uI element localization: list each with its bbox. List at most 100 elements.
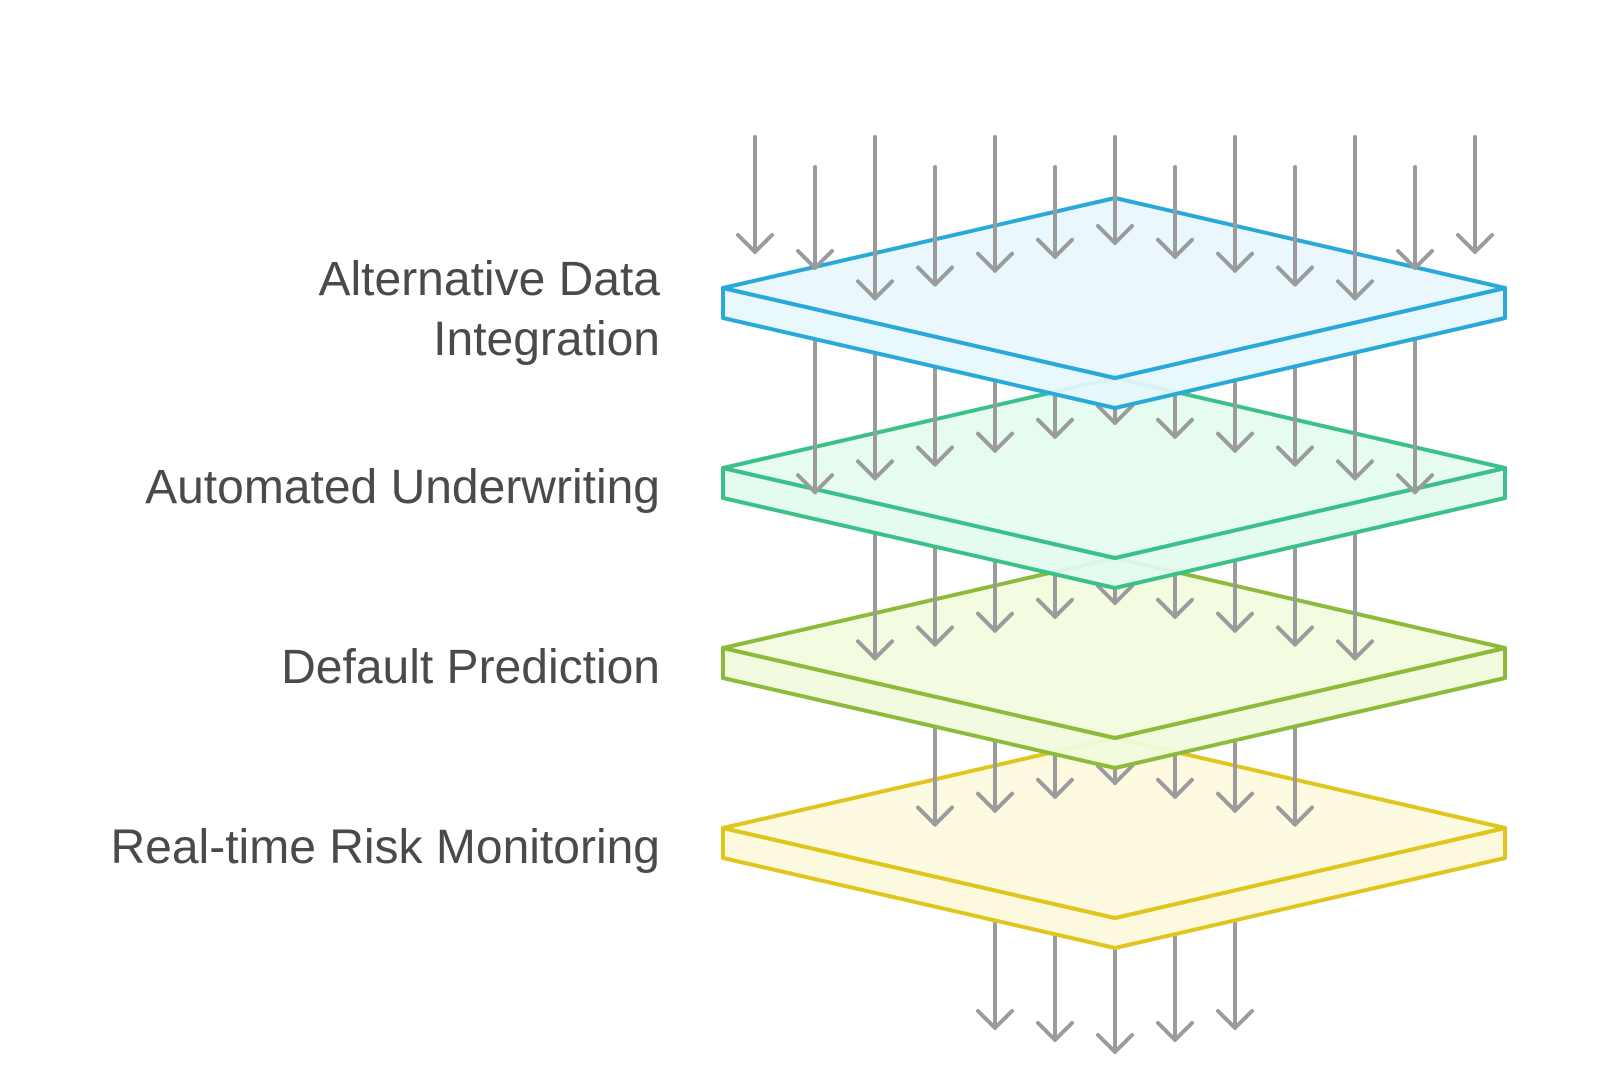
layer-label-line: Integration [433,313,660,366]
arrow [916,364,954,467]
layer-label-line: Automated Underwriting [145,461,660,514]
arrow [856,530,894,661]
arrow [916,544,954,647]
arrow-group-stage-4 [976,918,1254,1054]
arrow [796,165,834,270]
arrow-head [1396,249,1434,270]
arrow-head [856,639,894,661]
arrow [1336,530,1374,661]
arrow [976,918,1014,1030]
arrow [1156,752,1194,799]
arrow [1216,135,1254,273]
arrow [736,135,774,254]
arrow [1036,572,1074,619]
arrow-head [1276,805,1314,827]
layer-label-line: Default Prediction [281,641,660,694]
arrow [1216,738,1254,813]
arrow-head [1216,791,1254,813]
arrow [1456,135,1494,254]
layer-plate-2 [721,376,1507,590]
arrow-group-stage-2 [856,530,1374,661]
arrow [1036,392,1074,439]
arrow [1036,165,1074,259]
arrow-head [916,265,954,287]
arrow [856,135,894,301]
arrow-head [976,791,1014,813]
arrow-head [1336,639,1374,661]
arrow-head [1216,611,1254,633]
layer-label-alternative-data-integration: Alternative Data Integration [60,250,660,370]
arrow-head [1456,233,1494,254]
arrow-head [1096,1033,1134,1054]
arrow [1396,165,1434,270]
arrow-head [976,251,1014,273]
arrow-head [1276,625,1314,647]
arrow-group-stage-1 [796,336,1434,495]
arrow-head [1156,417,1194,439]
layer-label-real-time-risk-monitoring: Real-time Risk Monitoring [60,818,661,878]
arrow [1336,135,1374,301]
arrow [856,350,894,481]
arrow-head [1336,459,1374,481]
arrow [1216,378,1254,453]
arrow [1336,350,1374,481]
arrow-head [1156,237,1194,259]
arrow [1096,584,1134,605]
arrow [1096,135,1134,245]
arrow-head [856,459,894,481]
arrow-head [1036,777,1074,799]
arrow [1276,364,1314,467]
arrow-head [1156,597,1194,619]
arrow [916,165,954,287]
arrow-group-stage-3 [916,724,1314,827]
layer-label-automated-underwriting: Automated Underwriting [60,458,660,518]
arrow-head [1216,251,1254,273]
arrow [976,378,1014,453]
arrow [1036,932,1074,1042]
arrow [1036,752,1074,799]
arrow-head [1096,224,1134,245]
layer-label-line: Alternative Data [318,253,660,306]
arrow [1156,392,1194,439]
arrow [1156,165,1194,259]
arrow-head [1036,237,1074,259]
arrow-head [1156,1021,1194,1042]
arrow [976,558,1014,633]
arrow [1216,558,1254,633]
arrow-head [1216,431,1254,453]
arrow-head [1336,279,1374,301]
arrow-head [1156,777,1194,799]
layer-top [721,196,1507,380]
arrow-head [1276,445,1314,467]
layer-plate-3 [721,556,1507,770]
layer-plate-4 [721,736,1507,950]
arrow-head [916,445,954,467]
layer-plate-1 [721,196,1507,410]
arrow-head [1216,1009,1254,1030]
layer-label-line: Real-time Risk Monitoring [110,821,661,874]
arrow [1276,724,1314,827]
arrow [1096,946,1134,1054]
arrow-head [1036,417,1074,439]
layer-top [721,376,1507,560]
arrow [1096,764,1134,785]
arrow [1276,544,1314,647]
arrow [1156,572,1194,619]
arrow [1096,404,1134,425]
arrow-head [796,249,834,270]
arrow [976,135,1014,273]
arrow-head [1036,1021,1074,1042]
arrow-head [976,1009,1014,1030]
arrow [1276,165,1314,287]
arrow-head [1096,764,1134,785]
arrow-head [1276,265,1314,287]
layer-top [721,736,1507,920]
arrow [1396,336,1434,495]
layer-top [721,556,1507,740]
arrow-head [976,431,1014,453]
arrow [1216,918,1254,1030]
arrow-group-stage-0 [736,135,1494,301]
arrow-head [916,805,954,827]
